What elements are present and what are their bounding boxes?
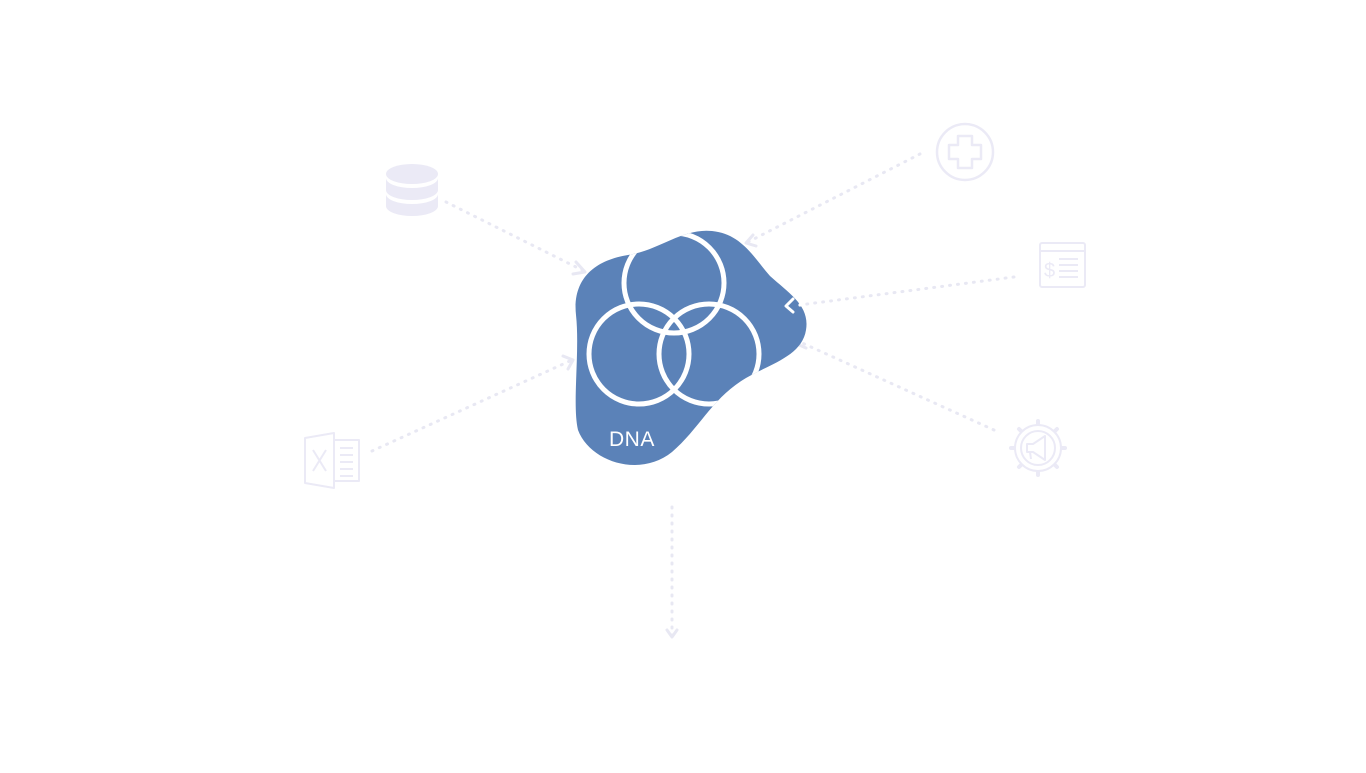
connector-marketing [798,340,996,432]
connector-database [444,200,586,273]
database-icon [386,164,438,216]
arrow-icon [744,233,758,248]
hub-dot [798,303,802,307]
connectors [370,152,1016,638]
hub [575,230,807,465]
arrow-icon [561,354,575,371]
svg-text:$: $ [1044,260,1055,282]
megaphone-gear-icon [1009,419,1067,477]
invoice-dollar-icon: $ [1039,242,1086,288]
connector-excel [370,358,574,453]
arrow-down-icon [665,628,679,639]
arrow-icon [571,260,587,276]
hub-inbound-arrow-icon [784,297,795,314]
medical-cross-icon [935,122,995,182]
excel-file-icon [304,432,360,489]
connector-health [746,152,922,244]
connector-billing [790,275,1016,308]
